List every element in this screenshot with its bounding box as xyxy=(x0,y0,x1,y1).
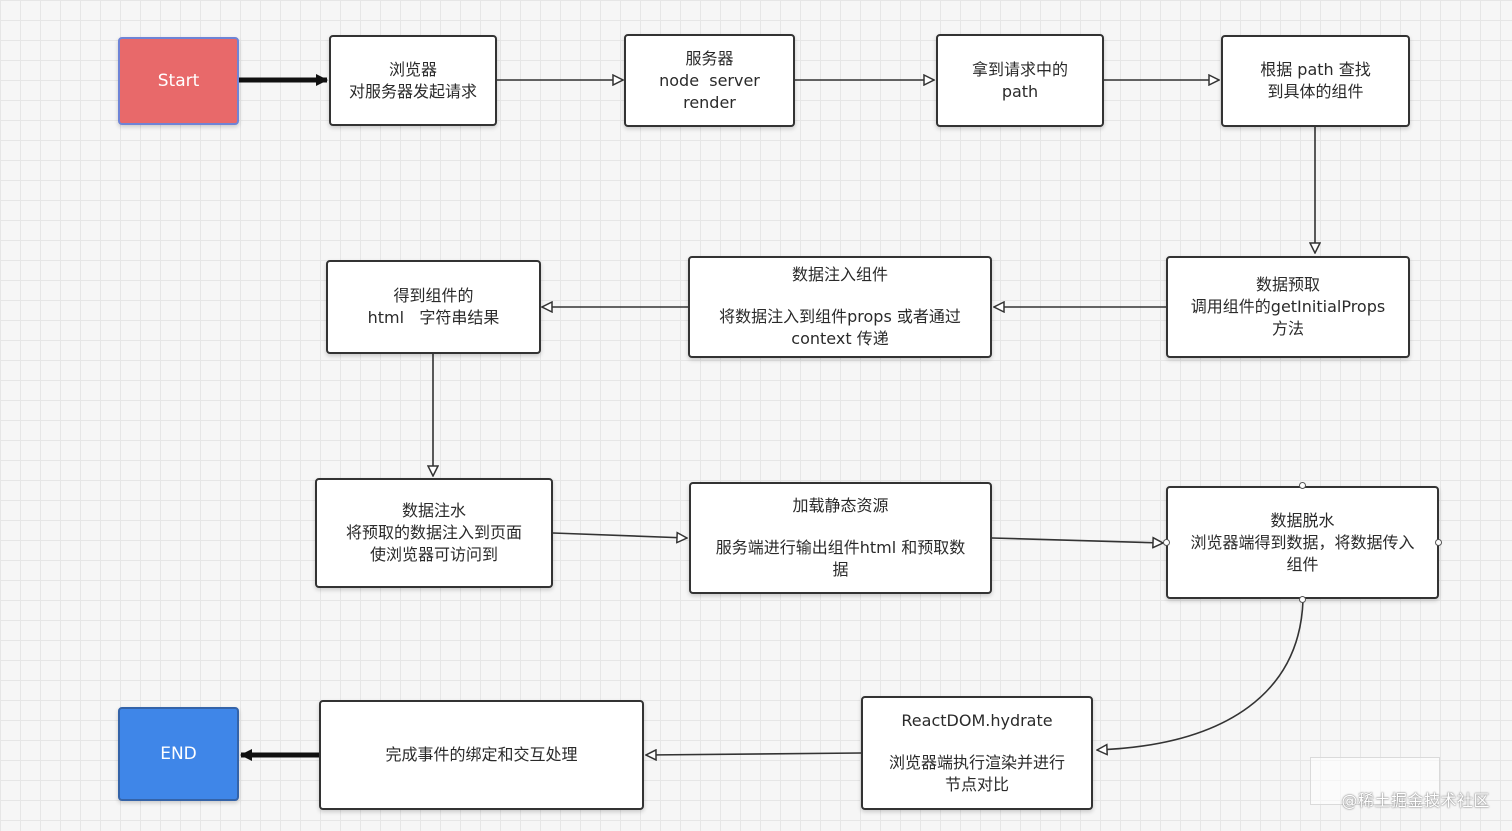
node-line: html 字符串结果 xyxy=(367,308,500,327)
node-line: 将预取的数据注入到页面 xyxy=(345,523,522,542)
node-line: 方法 xyxy=(1271,319,1304,338)
edge-water-inject-to-load-static xyxy=(552,533,687,538)
faded-watermark-box xyxy=(1310,757,1440,805)
hydrate-node[interactable]: ReactDOM.hydrate 浏览器端执行渲染并进行 节点对比 xyxy=(861,696,1093,810)
node-line: context 传递 xyxy=(791,329,889,348)
server-render-node[interactable]: 服务器 node server render xyxy=(624,34,795,127)
node-line: 浏览器端得到数据，将数据传入 xyxy=(1190,532,1415,552)
bind-events-node[interactable]: 完成事件的绑定和交互处理 xyxy=(319,700,644,810)
edge-hydrate-to-bind-events xyxy=(646,753,862,755)
node-line: 服务器 xyxy=(685,48,734,68)
node-title: ReactDOM.hydrate xyxy=(901,711,1053,730)
connection-port[interactable] xyxy=(1299,482,1306,489)
find-component-node[interactable]: 根据 path 查找 到具体的组件 xyxy=(1221,35,1410,127)
node-line: 节点对比 xyxy=(944,775,1009,794)
node-line: 调用组件的getInitialProps xyxy=(1190,297,1386,316)
dehydrate-node[interactable]: 数据脱水 浏览器端得到数据，将数据传入 组件 xyxy=(1166,486,1439,599)
connection-port[interactable] xyxy=(1163,539,1170,546)
end-node[interactable]: END xyxy=(118,707,239,801)
watermark-text: @稀土掘金技术社区 xyxy=(1341,791,1490,810)
node-line: 根据 path 查找 xyxy=(1260,60,1371,79)
node-line: 组件 xyxy=(1286,554,1319,574)
start-node[interactable]: Start xyxy=(118,37,239,125)
inject-props-node[interactable]: 数据注入组件 将数据注入到组件props 或者通过 context 传递 xyxy=(688,256,992,358)
node-line: 浏览器端执行渲染并进行 xyxy=(888,753,1065,772)
node-line: 数据脱水 xyxy=(1270,510,1335,530)
node-line: path xyxy=(1001,81,1039,101)
edge-load-static-to-dehydrate xyxy=(991,538,1163,543)
edge-dehydrate-to-hydrate xyxy=(1097,599,1304,750)
node-line: 完成事件的绑定和交互处理 xyxy=(385,745,578,764)
load-static-node[interactable]: 加载静态资源 服务端进行输出组件html 和预取数 据 xyxy=(689,482,992,594)
start-label: Start xyxy=(157,71,200,91)
node-line: 数据注水 xyxy=(401,501,466,520)
node-line: 数据预取 xyxy=(1255,275,1320,294)
node-line: 将数据注入到组件props 或者通过 xyxy=(719,307,961,326)
node-line: 拿到请求中的 xyxy=(971,59,1068,79)
node-line: 据 xyxy=(832,560,849,579)
node-line: 得到组件的 xyxy=(393,286,474,305)
connection-port[interactable] xyxy=(1299,596,1306,603)
node-line: 服务端进行输出组件html 和预取数 xyxy=(715,538,966,557)
node-line: 浏览器 xyxy=(388,59,437,79)
get-path-node[interactable]: 拿到请求中的 path xyxy=(936,34,1104,127)
node-line: render xyxy=(683,92,736,112)
water-inject-node[interactable]: 数据注水 将预取的数据注入到页面 使浏览器可访问到 xyxy=(315,478,553,588)
node-line: node server xyxy=(659,70,760,90)
node-line: 对服务器发起请求 xyxy=(348,81,477,101)
end-label: END xyxy=(160,744,197,764)
node-title: 加载静态资源 xyxy=(792,496,889,515)
node-line: 到具体的组件 xyxy=(1267,82,1364,101)
html-string-node[interactable]: 得到组件的 html 字符串结果 xyxy=(326,260,541,354)
browser-request-node[interactable]: 浏览器 对服务器发起请求 xyxy=(329,35,497,126)
prefetch-node[interactable]: 数据预取 调用组件的getInitialProps 方法 xyxy=(1166,256,1410,358)
connection-port[interactable] xyxy=(1435,539,1442,546)
node-line: 使浏览器可访问到 xyxy=(369,545,498,564)
node-title: 数据注入组件 xyxy=(791,265,888,284)
